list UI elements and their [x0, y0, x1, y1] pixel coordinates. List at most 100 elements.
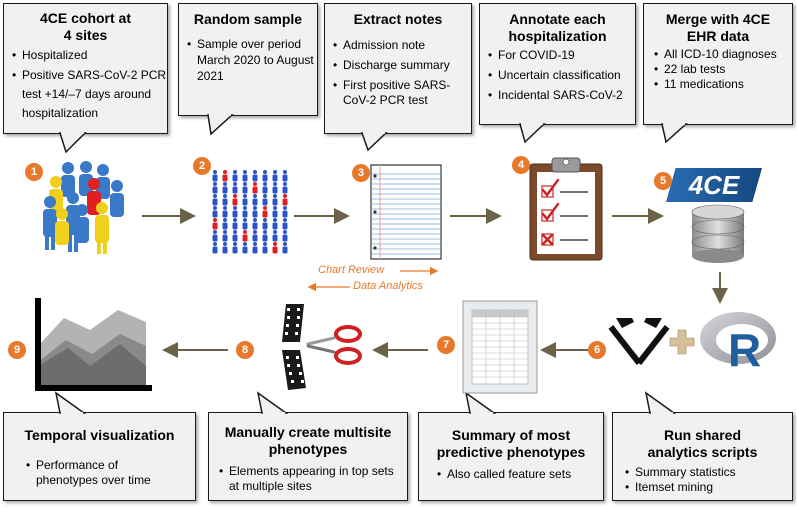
clipboard-checklist-icon [529, 157, 603, 261]
sample-person-body [282, 186, 288, 194]
sample-person-head [223, 218, 227, 222]
step5-title: Merge with 4CE EHR data [644, 11, 792, 45]
sample-person-head [283, 230, 287, 234]
sample-person-body [212, 186, 218, 194]
step5-title-line1: Merge with 4CE [665, 11, 771, 27]
data-analytics-label: Data Analytics [353, 280, 423, 292]
sample-person-body [242, 186, 248, 194]
sample-person-head [263, 182, 267, 186]
step1-bullet-2: Positive SARS-CoV-2 PCR test +14/–7 days… [12, 66, 167, 123]
sample-person-head [243, 218, 247, 222]
step3-title: Extract notes [325, 11, 471, 28]
sample-person-head [273, 206, 277, 210]
step1-bullet-1: Hospitalized [12, 48, 167, 63]
sample-person-body [262, 234, 268, 242]
step1-number-badge: 1 [25, 163, 43, 181]
sample-person-head [223, 206, 227, 210]
sample-person-head [233, 194, 237, 198]
sample-person-body [262, 186, 268, 194]
sample-person-body [222, 174, 228, 182]
sample-person-body [272, 174, 278, 182]
sample-person-body [222, 186, 228, 194]
sample-person-head [233, 182, 237, 186]
sample-person-body [252, 174, 258, 182]
step4-number-badge: 4 [512, 156, 530, 174]
fource-logo: 4CE [666, 168, 762, 202]
sample-person-body [222, 246, 228, 254]
step9-number-badge: 9 [8, 341, 26, 359]
sample-person-body [222, 222, 228, 230]
sample-person-head [253, 242, 257, 246]
sample-person-body [212, 246, 218, 254]
step8-bullet-1: Elements appearing in top sets at multip… [219, 464, 399, 494]
sample-person-head [223, 230, 227, 234]
sample-person-head [233, 230, 237, 234]
sample-person-head [213, 170, 217, 174]
step7-callout: Summary of most predictive phenotypes Al… [418, 412, 604, 501]
sample-person-head [233, 170, 237, 174]
sample-person-head [253, 194, 257, 198]
sample-person-body [242, 222, 248, 230]
sample-person-body [262, 246, 268, 254]
sample-person-head [243, 206, 247, 210]
sample-person-head [283, 194, 287, 198]
step6-title-line1: Run shared [663, 427, 741, 443]
crossed-hammers-icon [608, 318, 670, 365]
sample-person-head [213, 206, 217, 210]
r-logo: R [700, 312, 776, 376]
step3-title-line1: Extract notes [353, 11, 443, 27]
sample-person-body [212, 198, 218, 206]
sample-person-body [282, 174, 288, 182]
step9-bullet-1: Performance of phenotypes over time [26, 458, 176, 488]
sample-person-head [283, 182, 287, 186]
sample-person-body [252, 222, 258, 230]
sample-person-head [263, 206, 267, 210]
sample-person-body [252, 186, 258, 194]
sample-person-head [253, 182, 257, 186]
step3-bullet-2: Discharge summary [333, 58, 471, 73]
sample-person-body [272, 234, 278, 242]
sample-person-head [283, 206, 287, 210]
sample-person-body [232, 210, 238, 218]
step2-number-badge: 2 [193, 157, 211, 175]
step4-title-line2: hospitalization [508, 28, 607, 44]
sample-person-head [233, 242, 237, 246]
sample-person-body [232, 222, 238, 230]
sample-person-body [282, 210, 288, 218]
sample-person-head [223, 242, 227, 246]
sample-person-body [242, 234, 248, 242]
step2-bullet-1: Sample over period March 2020 to August … [187, 36, 317, 84]
step8-title: Manually create multisite phenotypes [209, 424, 407, 458]
sample-person-body [232, 246, 238, 254]
step7-bullet-1: Also called feature sets [437, 467, 603, 482]
database-icon [691, 204, 745, 263]
sample-person-head [283, 218, 287, 222]
step4-bullet-2: Uncertain classification [488, 68, 635, 83]
sample-person-head [253, 170, 257, 174]
step7-title-line1: Summary of most [451, 427, 571, 443]
sample-person-body [282, 198, 288, 206]
step5-bullet-2: 22 lab tests [654, 62, 792, 77]
sample-person-body [232, 186, 238, 194]
step1-title-line2: 4 sites [63, 27, 108, 43]
people-crowd-icon [43, 161, 124, 254]
sample-person-body [272, 222, 278, 230]
step5-bullet-3: 11 medications [654, 77, 792, 92]
step8-title-line2: phenotypes [268, 441, 348, 457]
sample-person-head [263, 242, 267, 246]
step6-title-line2: analytics scripts [647, 444, 758, 460]
sample-person-head [213, 230, 217, 234]
sample-person-body [242, 174, 248, 182]
sample-person-body [212, 234, 218, 242]
sample-person-body [222, 210, 228, 218]
sample-person-head [273, 170, 277, 174]
sample-person-head [263, 194, 267, 198]
step6-bullet-1: Summary statistics [625, 465, 792, 480]
step6-title: Run shared analytics scripts [613, 427, 792, 461]
sample-person-body [242, 198, 248, 206]
sample-person-body [262, 198, 268, 206]
sample-person-body [252, 234, 258, 242]
step5-title-line2: EHR data [686, 28, 750, 44]
sample-person-body [272, 198, 278, 206]
